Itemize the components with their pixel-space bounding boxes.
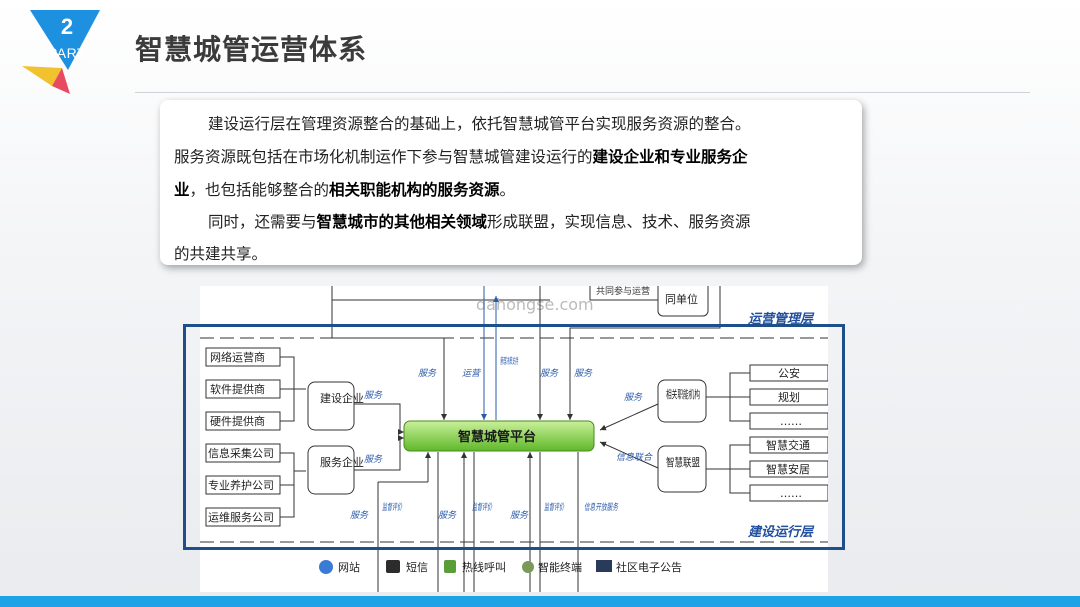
arrow-label: 监督评价 — [382, 502, 403, 513]
arrow-label: 信息联合 — [616, 452, 653, 463]
left-items: 网络运营商 软件提供商 硬件提供商 信息采集公司 专业养护公司 运维服务公司 — [205, 347, 281, 527]
channel-hotline: 热线呼叫 — [462, 560, 506, 574]
layer-bottom-label: 建设运行层 — [747, 524, 815, 540]
description-box: 建设运行层在管理资源整合的基础上，依托智慧城管平台实现服务资源的整合。 服务资源… — [160, 100, 862, 265]
right-item: 智慧安居 — [766, 462, 810, 476]
arrow-label: 运营 — [462, 368, 482, 379]
layer-top-label: 运营管理层 — [748, 311, 815, 327]
arrow-label: 信息开放服务 — [584, 502, 619, 513]
architecture-diagram: 共同参与运营 同单位 dahongse.com 运营管理层 建设运行层 网络运营… — [200, 286, 828, 592]
slide-title: 智慧城管运营体系 — [135, 33, 368, 66]
right-item: …… — [780, 415, 802, 428]
top-cut-unit: 同单位 — [665, 292, 698, 306]
channel-terminal: 智能终端 — [538, 560, 582, 574]
arrow-label: 监督评价 — [472, 502, 493, 513]
diagram-svg: 共同参与运营 同单位 dahongse.com 运营管理层 建设运行层 网络运营… — [200, 286, 828, 592]
title-divider — [135, 92, 1030, 93]
right-item: 公安 — [778, 366, 800, 380]
highlight-frame — [183, 324, 845, 550]
left-item: 运维服务公司 — [208, 511, 274, 524]
arrow-label: 服务 — [510, 510, 529, 521]
desc-line-4: 同时，还需要与智慧城市的其他相关领域形成联盟，实现信息、技术、服务资源 — [208, 213, 751, 231]
arrow-label: 服务 — [574, 368, 593, 379]
right-item: 智慧交通 — [766, 438, 810, 452]
arrow-label: 服务 — [438, 510, 457, 521]
channel-website: 网站 — [338, 560, 360, 574]
channel-bulletin: 社区电子公告 — [616, 560, 682, 574]
left-item: 专业养护公司 — [208, 478, 274, 492]
arrow-label: 监督评价 — [544, 502, 565, 513]
arrow-label: 服务 — [624, 392, 643, 403]
part-number: 2 — [60, 14, 74, 39]
arrow-label: 服务 — [364, 390, 383, 401]
right-items: 公安 规划 …… 智慧交通 智慧安居 …… — [749, 364, 828, 502]
left-item: 信息采集公司 — [208, 446, 274, 460]
left-item: 网络运营商 — [210, 350, 265, 364]
right-group-agencies: 相关职能机构 — [666, 387, 700, 401]
footer-bar — [0, 596, 1080, 607]
arrow-label: 服务 — [364, 454, 383, 465]
desc-line-1: 建设运行层在管理资源整合的基础上，依托智慧城管平台实现服务资源的整合。 — [208, 115, 751, 133]
watermark: dahongse.com — [476, 295, 594, 314]
desc-line-2: 服务资源既包括在市场化机制运作下参与智慧城管建设运行的建设企业和专业服务企 — [174, 148, 748, 166]
arrow-label: 服务 — [350, 510, 369, 521]
arrow-label-decision: 管理决策支持 — [500, 356, 518, 367]
part-label: PART — [48, 45, 87, 61]
platform-label: 智慧城管平台 — [458, 429, 536, 445]
left-item: 软件提供商 — [210, 382, 265, 396]
part-badge — [22, 10, 100, 94]
arrow-label: 服务 — [540, 368, 559, 379]
arrow-label: 服务 — [418, 368, 437, 379]
desc-line-3: 业，也包括能够整合的相关职能机构的服务资源。 — [174, 181, 516, 199]
left-item: 硬件提供商 — [210, 414, 265, 428]
channels-row: 网站 短信 热线呼叫 智能终端 社区电子公告 — [319, 560, 682, 574]
desc-line-5: 的共建共享。 — [174, 245, 268, 263]
channel-sms: 短信 — [406, 560, 428, 574]
mid-box-service: 服务企业 — [320, 455, 364, 469]
right-item: 规划 — [778, 390, 800, 404]
right-item: …… — [780, 487, 802, 500]
mid-box-construction: 建设企业 — [320, 391, 364, 405]
right-group-alliance: 智慧联盟 — [666, 455, 700, 469]
top-cut-label: 共同参与运营 — [596, 286, 650, 297]
